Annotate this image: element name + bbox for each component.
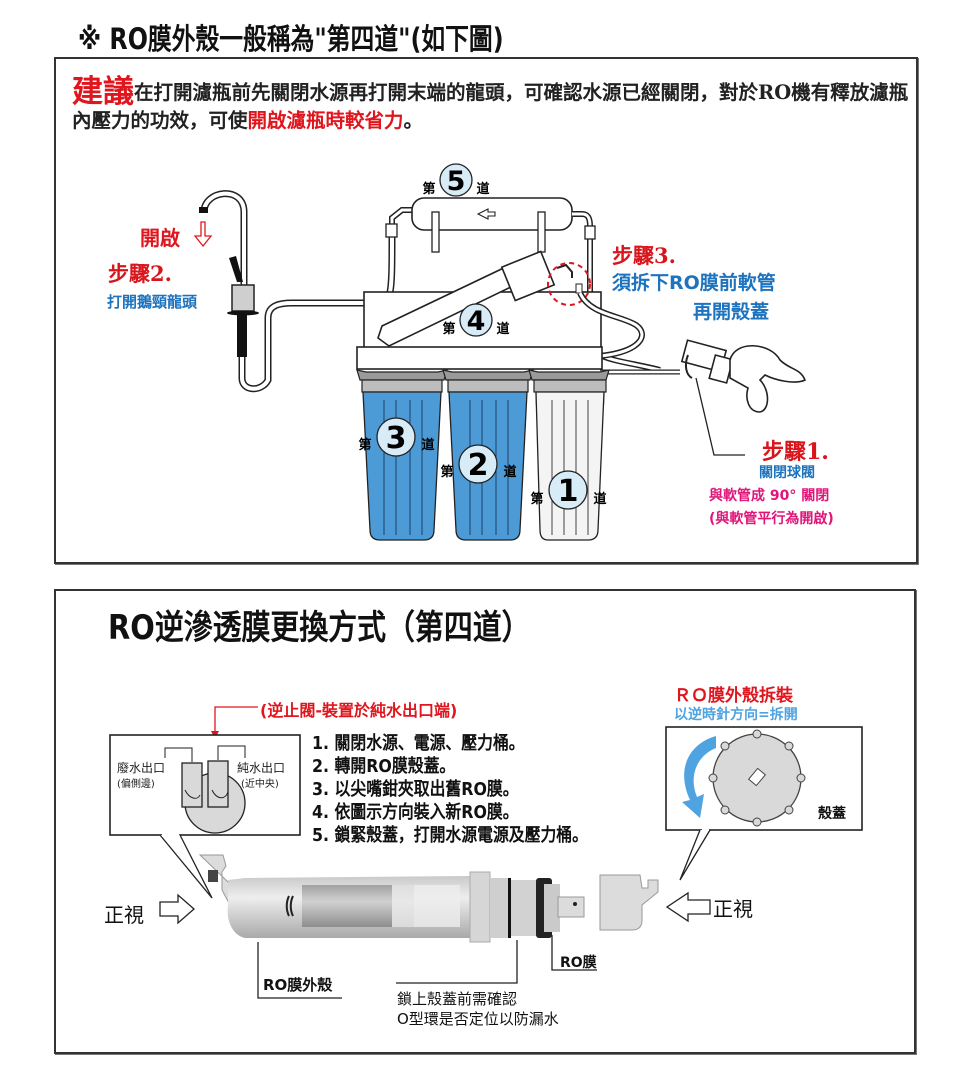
outlet-inset xyxy=(109,734,301,899)
svg-text:第: 第 xyxy=(422,181,435,197)
front-view-right-label: 正視 xyxy=(713,897,753,921)
svg-text:道: 道 xyxy=(503,464,516,480)
ro-housing-photo xyxy=(198,854,659,943)
step-item: 1. 關閉水源、電源、壓力桶。 xyxy=(312,733,525,754)
svg-text:第: 第 xyxy=(530,491,543,507)
waste-outlet-label: 廢水出口 xyxy=(117,761,166,775)
cap-inset-title: ＲＯ膜外殼拆裝 xyxy=(674,686,793,706)
check-valve-leader xyxy=(214,706,258,735)
gooseneck-faucet xyxy=(199,190,396,393)
section-title: RO逆滲透膜更換方式（第四道） xyxy=(108,608,531,648)
replacement-steps: 1. 關閉水源、電源、壓力桶。 2. 轉開RO膜殼蓋。 3. 以尖嘴鉗夾取出舊R… xyxy=(312,732,588,847)
front-view-left-label: 正視 xyxy=(104,903,144,927)
ball-valve-tap xyxy=(680,339,807,456)
cap-inset-subtitle: 以逆時針方向=拆開 xyxy=(674,707,798,723)
svg-text:道: 道 xyxy=(476,181,489,197)
stage5-badge: 5 第 道 xyxy=(422,163,490,197)
front-view-arrow-right-icon xyxy=(665,891,711,923)
step1-label: 步驟1. xyxy=(762,439,829,465)
cap-label: 殼蓋 xyxy=(818,806,846,822)
stage4-badge: 4 第 道 xyxy=(442,303,510,337)
step-item: 2. 轉開RO膜殼蓋。 xyxy=(312,756,456,777)
housing-label: RO膜外殼 xyxy=(263,976,333,994)
pure-outlet-label: 純水出口 xyxy=(237,761,286,775)
membrane-label: RO膜 xyxy=(560,955,597,971)
advice-body: 在打開濾瓶前先關閉水源再打開末端的龍頭，可確認水源已經關閉，對於RO機有釋放濾瓶… xyxy=(72,81,909,132)
membrane-replacement-panel xyxy=(54,589,916,1054)
advice-text: 建議在打開濾瓶前先關閉水源再打開末端的龍頭，可確認水源已經關閉，對於RO機有釋放… xyxy=(72,77,912,135)
svg-text:5: 5 xyxy=(447,166,466,197)
advice-highlight: 開啟濾瓶時較省力 xyxy=(247,109,404,132)
stage3-badge: 3 第 道 xyxy=(358,417,435,457)
page-title: ※ RO膜外殼一般稱為"第四道"(如下圖) xyxy=(78,22,504,56)
svg-text:1: 1 xyxy=(558,474,579,509)
step2-desc: 打開鵝頸龍頭 xyxy=(107,293,198,311)
check-valve-note: (逆止閥-裝置於純水出口端) xyxy=(260,701,458,720)
counterclockwise-arrow-icon xyxy=(682,736,716,818)
advice-end: 。 xyxy=(403,109,424,132)
step1-note-line1: 與軟管成 90° 關閉 xyxy=(709,488,830,504)
cap-inset xyxy=(665,726,863,881)
svg-text:第: 第 xyxy=(358,437,371,453)
stage1-badge: 1 第 道 xyxy=(530,470,607,510)
oring-note-line2: O型環是否定位以防漏水 xyxy=(397,1010,559,1028)
stage4-membrane-housing xyxy=(356,250,645,370)
step-item: 4. 依圖示方向裝入新RO膜。 xyxy=(312,802,519,823)
step1-note-line2: (與軟管平行為開啟) xyxy=(709,511,834,527)
step-item: 5. 鎖緊殼蓋，打開水源電源及壓力桶。 xyxy=(312,825,589,846)
step3-desc-line1: 須拆下RO膜前軟管 xyxy=(612,272,776,294)
open-arrow-icon xyxy=(193,221,213,248)
svg-text:3: 3 xyxy=(386,421,407,456)
svg-text:2: 2 xyxy=(468,448,489,483)
oring-leader xyxy=(396,940,518,984)
stage2-badge: 2 第 道 xyxy=(440,444,517,484)
step1-desc: 關閉球閥 xyxy=(759,465,815,481)
stage1-filter xyxy=(528,369,610,541)
svg-text:道: 道 xyxy=(421,437,434,453)
svg-text:道: 道 xyxy=(496,321,509,337)
step2-label: 步驟2. xyxy=(108,261,172,286)
faucet-open-label: 開啟 xyxy=(140,226,180,250)
svg-text:4: 4 xyxy=(467,306,486,337)
step3-label: 步驟3. xyxy=(612,243,676,268)
stage-badges: 5 第 道 4 第 道 3 第 道 2 第 道 1 第 道 xyxy=(358,163,607,510)
pure-outlet-sub: (近中央) xyxy=(241,779,279,790)
svg-text:第: 第 xyxy=(442,321,455,337)
waste-outlet-sub: (偏側邊) xyxy=(117,779,155,790)
front-view-arrow-left-icon xyxy=(159,893,195,925)
svg-text:第: 第 xyxy=(440,464,453,480)
step3-desc-line2: 再開殼蓋 xyxy=(693,301,770,323)
membrane-leader xyxy=(551,935,597,971)
oring-note-line1: 鎖上殼蓋前需確認 xyxy=(397,990,518,1008)
step-item: 3. 以尖嘴鉗夾取出舊RO膜。 xyxy=(312,779,519,800)
svg-text:道: 道 xyxy=(593,491,606,507)
housing-leader xyxy=(257,942,342,999)
advice-lead: 建議 xyxy=(72,74,134,110)
